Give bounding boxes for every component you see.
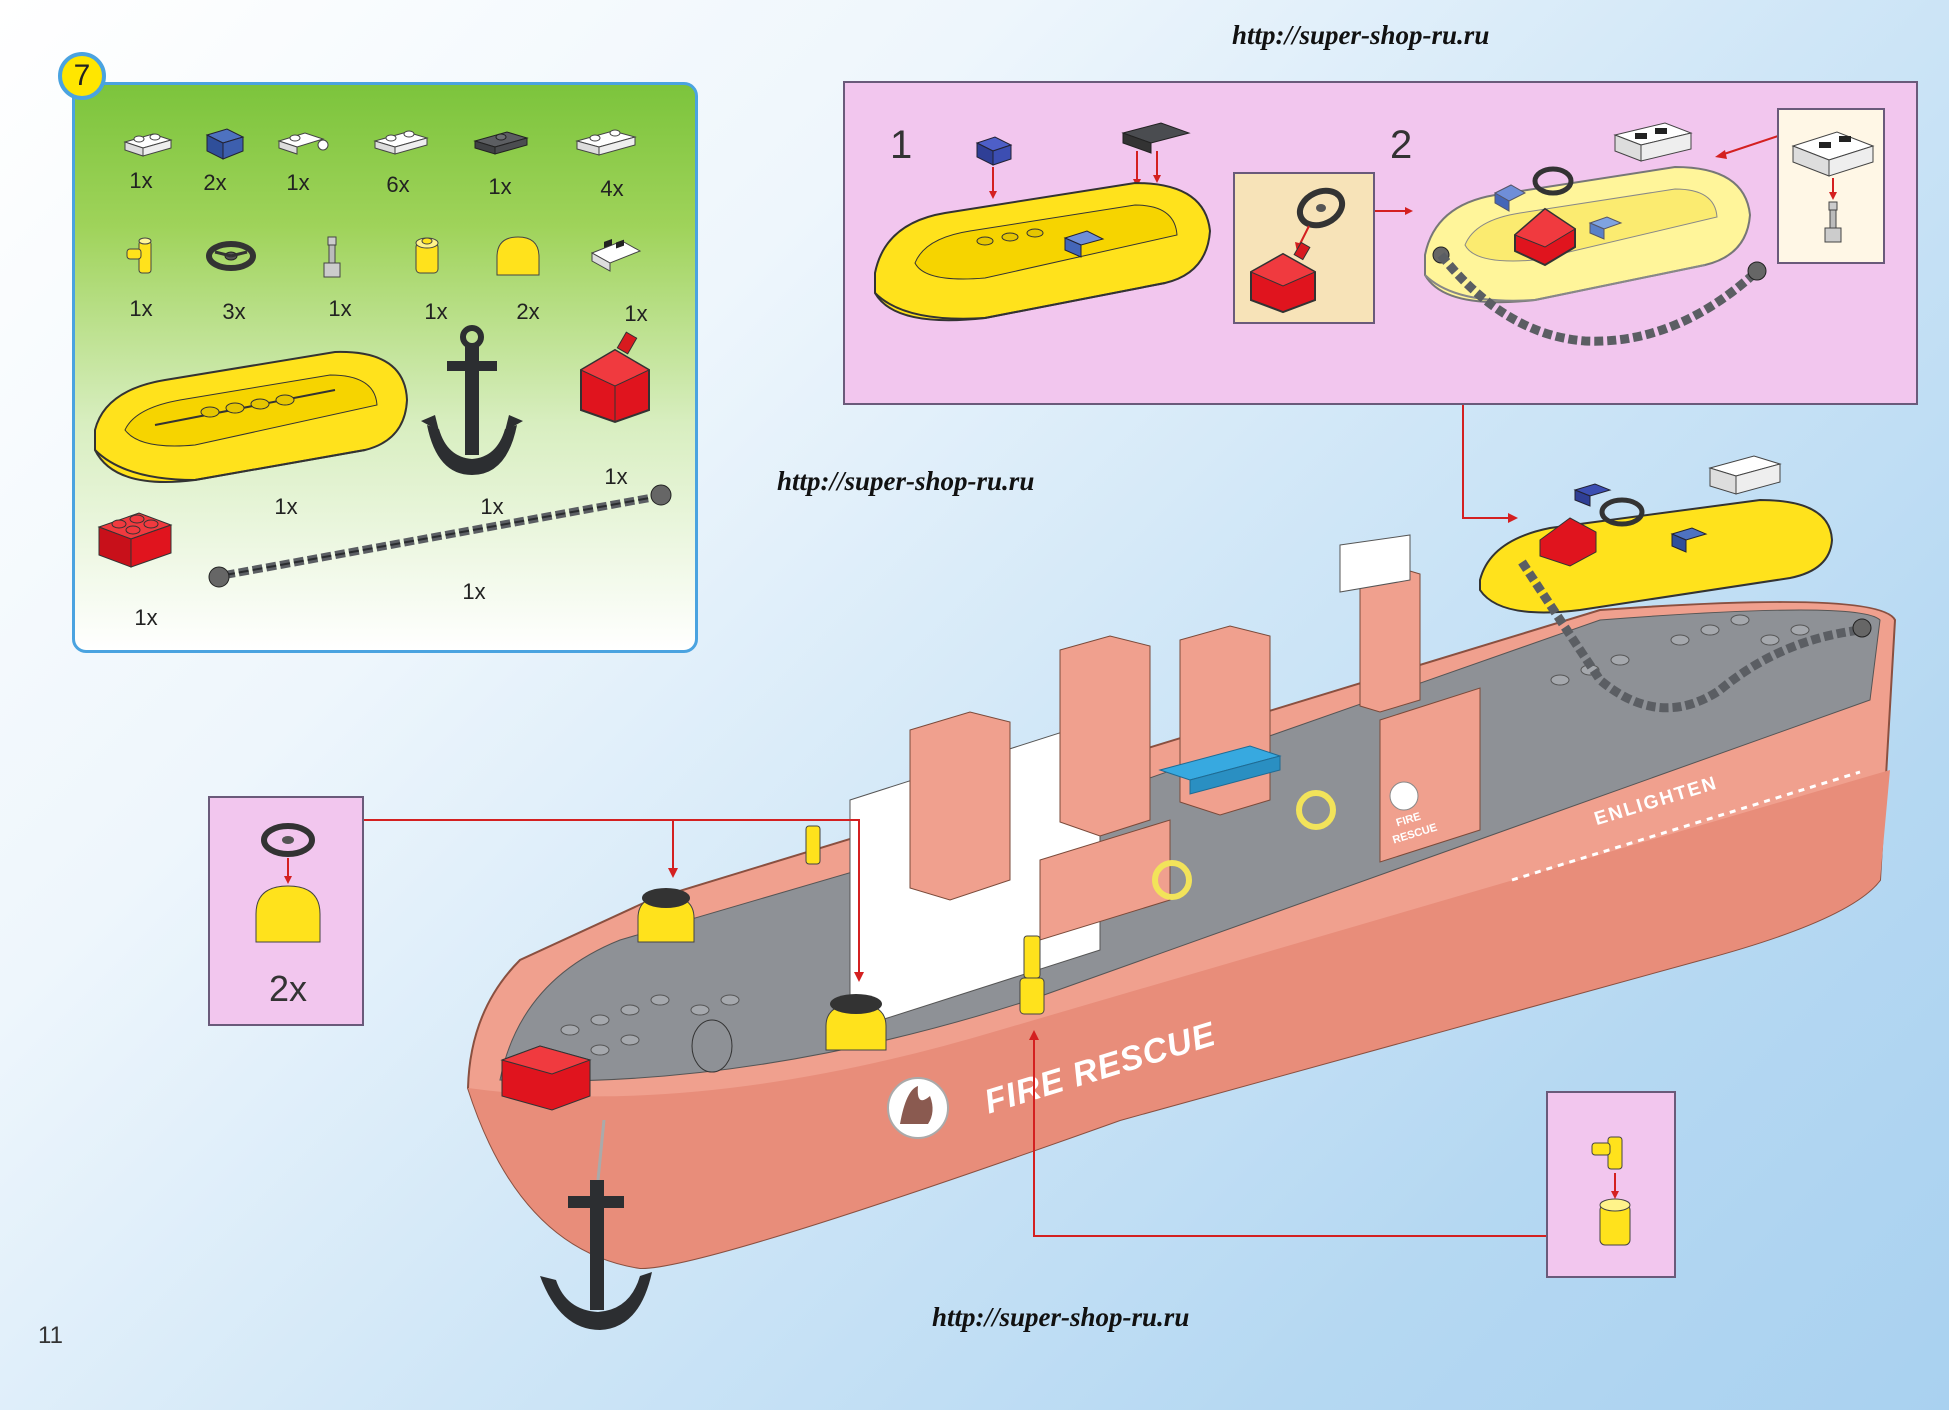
- callout-arrow-to-tile: [1375, 134, 1782, 215]
- anchor-icon: [421, 325, 523, 475]
- gray-pin-icon: [323, 236, 341, 278]
- white-hinge-plate-icon: [575, 129, 637, 156]
- qty-blue-slope: 2x: [203, 170, 227, 195]
- white-plate-icon: [123, 133, 173, 157]
- tile-pin-assembly-illustration: [1791, 131, 1875, 243]
- red-fuel-can-icon: [579, 331, 651, 424]
- watermark-url-middle: http://super-shop-ru.ru: [777, 466, 1035, 496]
- white-tile-slope-icon: [590, 238, 642, 272]
- qty-white-tile-slope: 1x: [624, 301, 648, 326]
- qty-yellow-dinghy: 1x: [274, 494, 298, 519]
- qty-red-brick: 1x: [134, 605, 158, 630]
- qty-yellow-round-brick: 1x: [424, 299, 448, 324]
- yellow-dome-icon: [496, 236, 540, 276]
- parts-list-panel: [72, 82, 698, 653]
- callout-wheel-dome-qty: 2x: [268, 968, 308, 1009]
- callout-hydrant-brick: [1546, 1091, 1676, 1278]
- substep-label-2: 2: [1390, 123, 1413, 167]
- dinghy-step2-illustration: [1424, 122, 1767, 346]
- qty-white-hinge-plate: 4x: [600, 176, 624, 201]
- wheel-on-dome-illustration: [255, 823, 321, 943]
- white-clip-plate-icon: [277, 132, 329, 155]
- qty-white-plate: 1x: [129, 168, 153, 193]
- white-plate-2-icon: [373, 130, 429, 155]
- wheel-fuel-assembly-illustration: [1249, 187, 1346, 314]
- step-number-badge: 7: [58, 52, 106, 100]
- substep-panel: 1 2: [843, 81, 1918, 405]
- steering-wheel-icon: [206, 241, 256, 271]
- qty-white-clip-plate: 1x: [286, 170, 310, 195]
- yellow-dinghy-icon: [94, 350, 409, 483]
- qty-anchor: 1x: [480, 494, 504, 519]
- qty-gray-pin: 1x: [328, 296, 352, 321]
- watermark-url-bottom: http://super-shop-ru.ru: [932, 1302, 1190, 1332]
- qty-yellow-hydrant: 1x: [129, 296, 153, 321]
- qty-white-plate-2: 6x: [386, 172, 410, 197]
- qty-dark-gray-plate: 1x: [488, 174, 512, 199]
- substep-label-1: 1: [890, 123, 913, 167]
- qty-red-fuel-can: 1x: [604, 464, 628, 489]
- inset-tile-pin: [1777, 108, 1885, 264]
- watermark-url-top: http://super-shop-ru.ru: [1232, 20, 1490, 50]
- yellow-hydrant-icon: [126, 237, 152, 274]
- chain-icon: [208, 484, 672, 588]
- yellow-round-brick-icon: [415, 237, 439, 274]
- blue-slope-icon: [205, 128, 245, 160]
- qty-yellow-dome: 2x: [516, 299, 540, 324]
- dark-gray-plate-icon: [473, 131, 529, 155]
- hydrant-on-brick-illustration: [1591, 1136, 1631, 1246]
- dinghy-step1-illustration: [874, 122, 1212, 322]
- page-number: 11: [38, 1322, 63, 1349]
- qty-chain: 1x: [462, 579, 486, 604]
- callout-wheel-dome: 2x: [208, 796, 364, 1026]
- inset-wheel-fuel-can: [1233, 172, 1375, 324]
- red-brick-icon: [97, 512, 173, 568]
- qty-steering-wheel: 3x: [222, 299, 246, 324]
